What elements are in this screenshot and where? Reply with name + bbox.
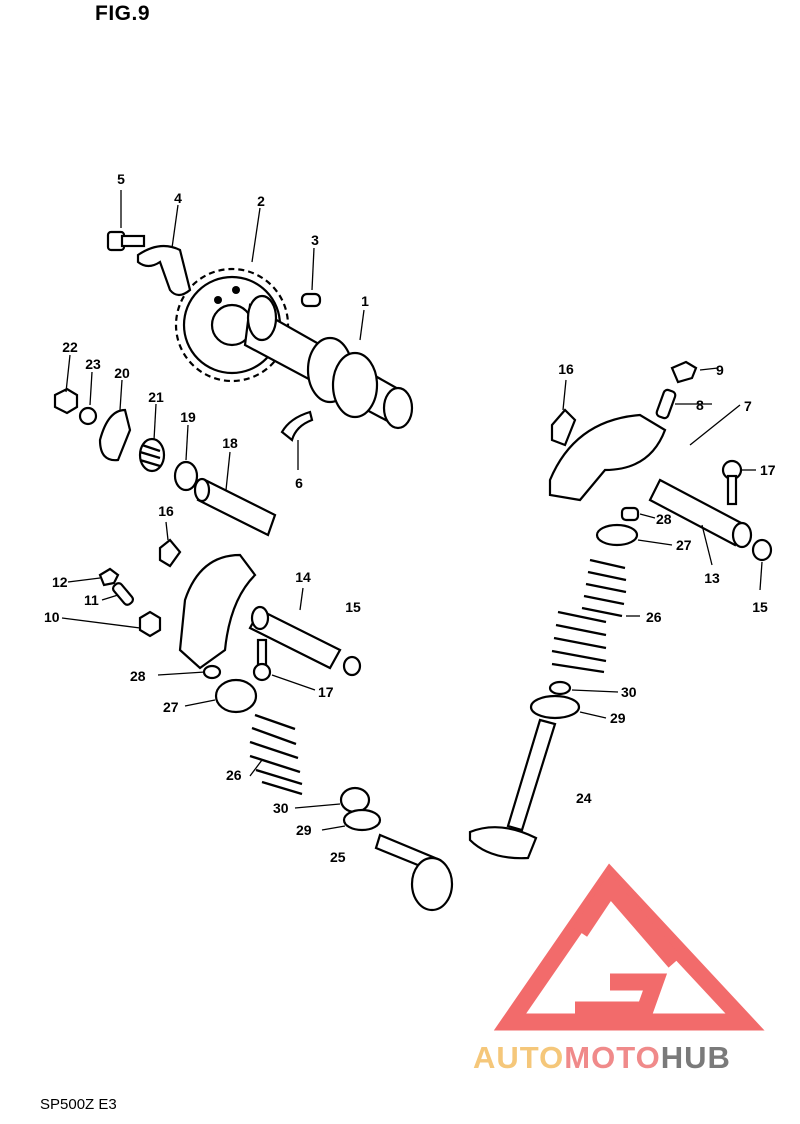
- callout-7: 7: [744, 398, 752, 414]
- callout-17-right: 17: [760, 462, 776, 478]
- callout-16-left: 16: [158, 503, 174, 519]
- decomp-shaft: [193, 477, 277, 537]
- decomp-lever: [98, 408, 132, 462]
- wordmark-hub: HUB: [660, 1040, 731, 1075]
- callout-10: 10: [44, 609, 60, 625]
- retainer-27-left: [214, 678, 258, 714]
- callout-12: 12: [52, 574, 68, 590]
- callout-19: 19: [180, 409, 196, 425]
- callout-25: 25: [330, 849, 346, 865]
- callout-11: 11: [84, 592, 99, 608]
- callout-16-right: 16: [558, 361, 574, 377]
- wordmark-moto: MOTO: [564, 1040, 661, 1075]
- callout-15-right: 15: [752, 599, 768, 615]
- valve-24: [468, 718, 557, 860]
- callout-27-right: 27: [676, 537, 692, 553]
- callout-28-left: 28: [130, 668, 146, 684]
- o-ring-15-right: [751, 538, 773, 562]
- callout-30-left: 30: [273, 800, 289, 816]
- valve-spring-outer-right: [581, 558, 627, 618]
- leader-lines: [61, 190, 763, 831]
- adjust-screw-8: [655, 388, 677, 420]
- callout-23: 23: [85, 356, 101, 372]
- lock-plate: [136, 244, 192, 297]
- spring-seat-28-left: [202, 664, 222, 680]
- wordmark-auto: AUTO: [473, 1040, 565, 1075]
- automotohub-logo: [493, 863, 765, 1031]
- callout-6: 6: [295, 475, 303, 491]
- valve-seal-29-left: [342, 808, 382, 832]
- rocker-arm-intake: [178, 553, 257, 670]
- adjust-screw-11: [111, 582, 135, 606]
- valve-25: [374, 833, 454, 912]
- valve-spring-inner-right: [551, 610, 607, 674]
- callout-28-right: 28: [656, 511, 672, 527]
- callout-29-left: 29: [296, 822, 312, 838]
- callout-numbers: 5 4 2 3 1 6 22 23 20 21 19 18 16 9 8 7 1…: [44, 171, 776, 865]
- sprocket-bolt: [106, 230, 146, 252]
- callout-1: 1: [361, 293, 369, 309]
- decomp-spring: [138, 437, 166, 473]
- bolt-17-left: [252, 638, 272, 682]
- callout-9: 9: [716, 362, 724, 378]
- callout-3: 3: [311, 232, 319, 248]
- rocker-arm-exhaust: [548, 413, 667, 502]
- adjust-nut-12: [98, 567, 120, 587]
- adjust-nut-9: [670, 360, 698, 384]
- cam-clip: [280, 410, 314, 442]
- callout-21: 21: [148, 389, 164, 405]
- o-ring-15-left: [342, 655, 362, 677]
- spring-seat-30-left: [339, 786, 371, 814]
- decomp-seal: [173, 460, 199, 492]
- callout-17-left: 17: [318, 684, 334, 700]
- callout-14: 14: [295, 569, 311, 585]
- callout-27-left: 27: [163, 699, 179, 715]
- bolt-17-right: [721, 459, 743, 506]
- dowel-pin: [300, 292, 322, 308]
- nut-10: [138, 610, 162, 638]
- valve-seal-29-right: [529, 694, 581, 720]
- callout-30-right: 30: [621, 684, 637, 700]
- shim-16-right: [550, 408, 577, 447]
- shim-16-left: [158, 538, 182, 568]
- automotohub-wordmark: AUTOMOTOHUB: [473, 1040, 731, 1076]
- valve-spring-left: [249, 713, 303, 796]
- callout-29-right: 29: [610, 710, 626, 726]
- model-code: SP500Z E3: [40, 1096, 117, 1113]
- camshaft: [243, 294, 414, 430]
- spring-seat-30-right: [548, 680, 572, 696]
- spring-seat-28-right: [620, 506, 640, 522]
- washer-23: [78, 406, 98, 426]
- callout-5: 5: [117, 171, 125, 187]
- callout-2: 2: [257, 193, 265, 209]
- callout-13: 13: [704, 570, 720, 586]
- nut-22: [53, 387, 79, 415]
- rocker-shaft-14: [248, 605, 342, 670]
- callout-20: 20: [114, 365, 130, 381]
- callout-4: 4: [174, 190, 182, 206]
- callout-26-left: 26: [226, 767, 242, 783]
- callout-24: 24: [576, 790, 592, 806]
- figure-label: FIG.9: [95, 2, 151, 25]
- callout-15-left: 15: [345, 599, 361, 615]
- callout-26-right: 26: [646, 609, 662, 625]
- callout-22: 22: [62, 339, 78, 355]
- retainer-27-right: [595, 523, 639, 547]
- callout-18: 18: [222, 435, 238, 451]
- rocker-shaft-13: [648, 478, 753, 549]
- callout-8: 8: [696, 397, 704, 413]
